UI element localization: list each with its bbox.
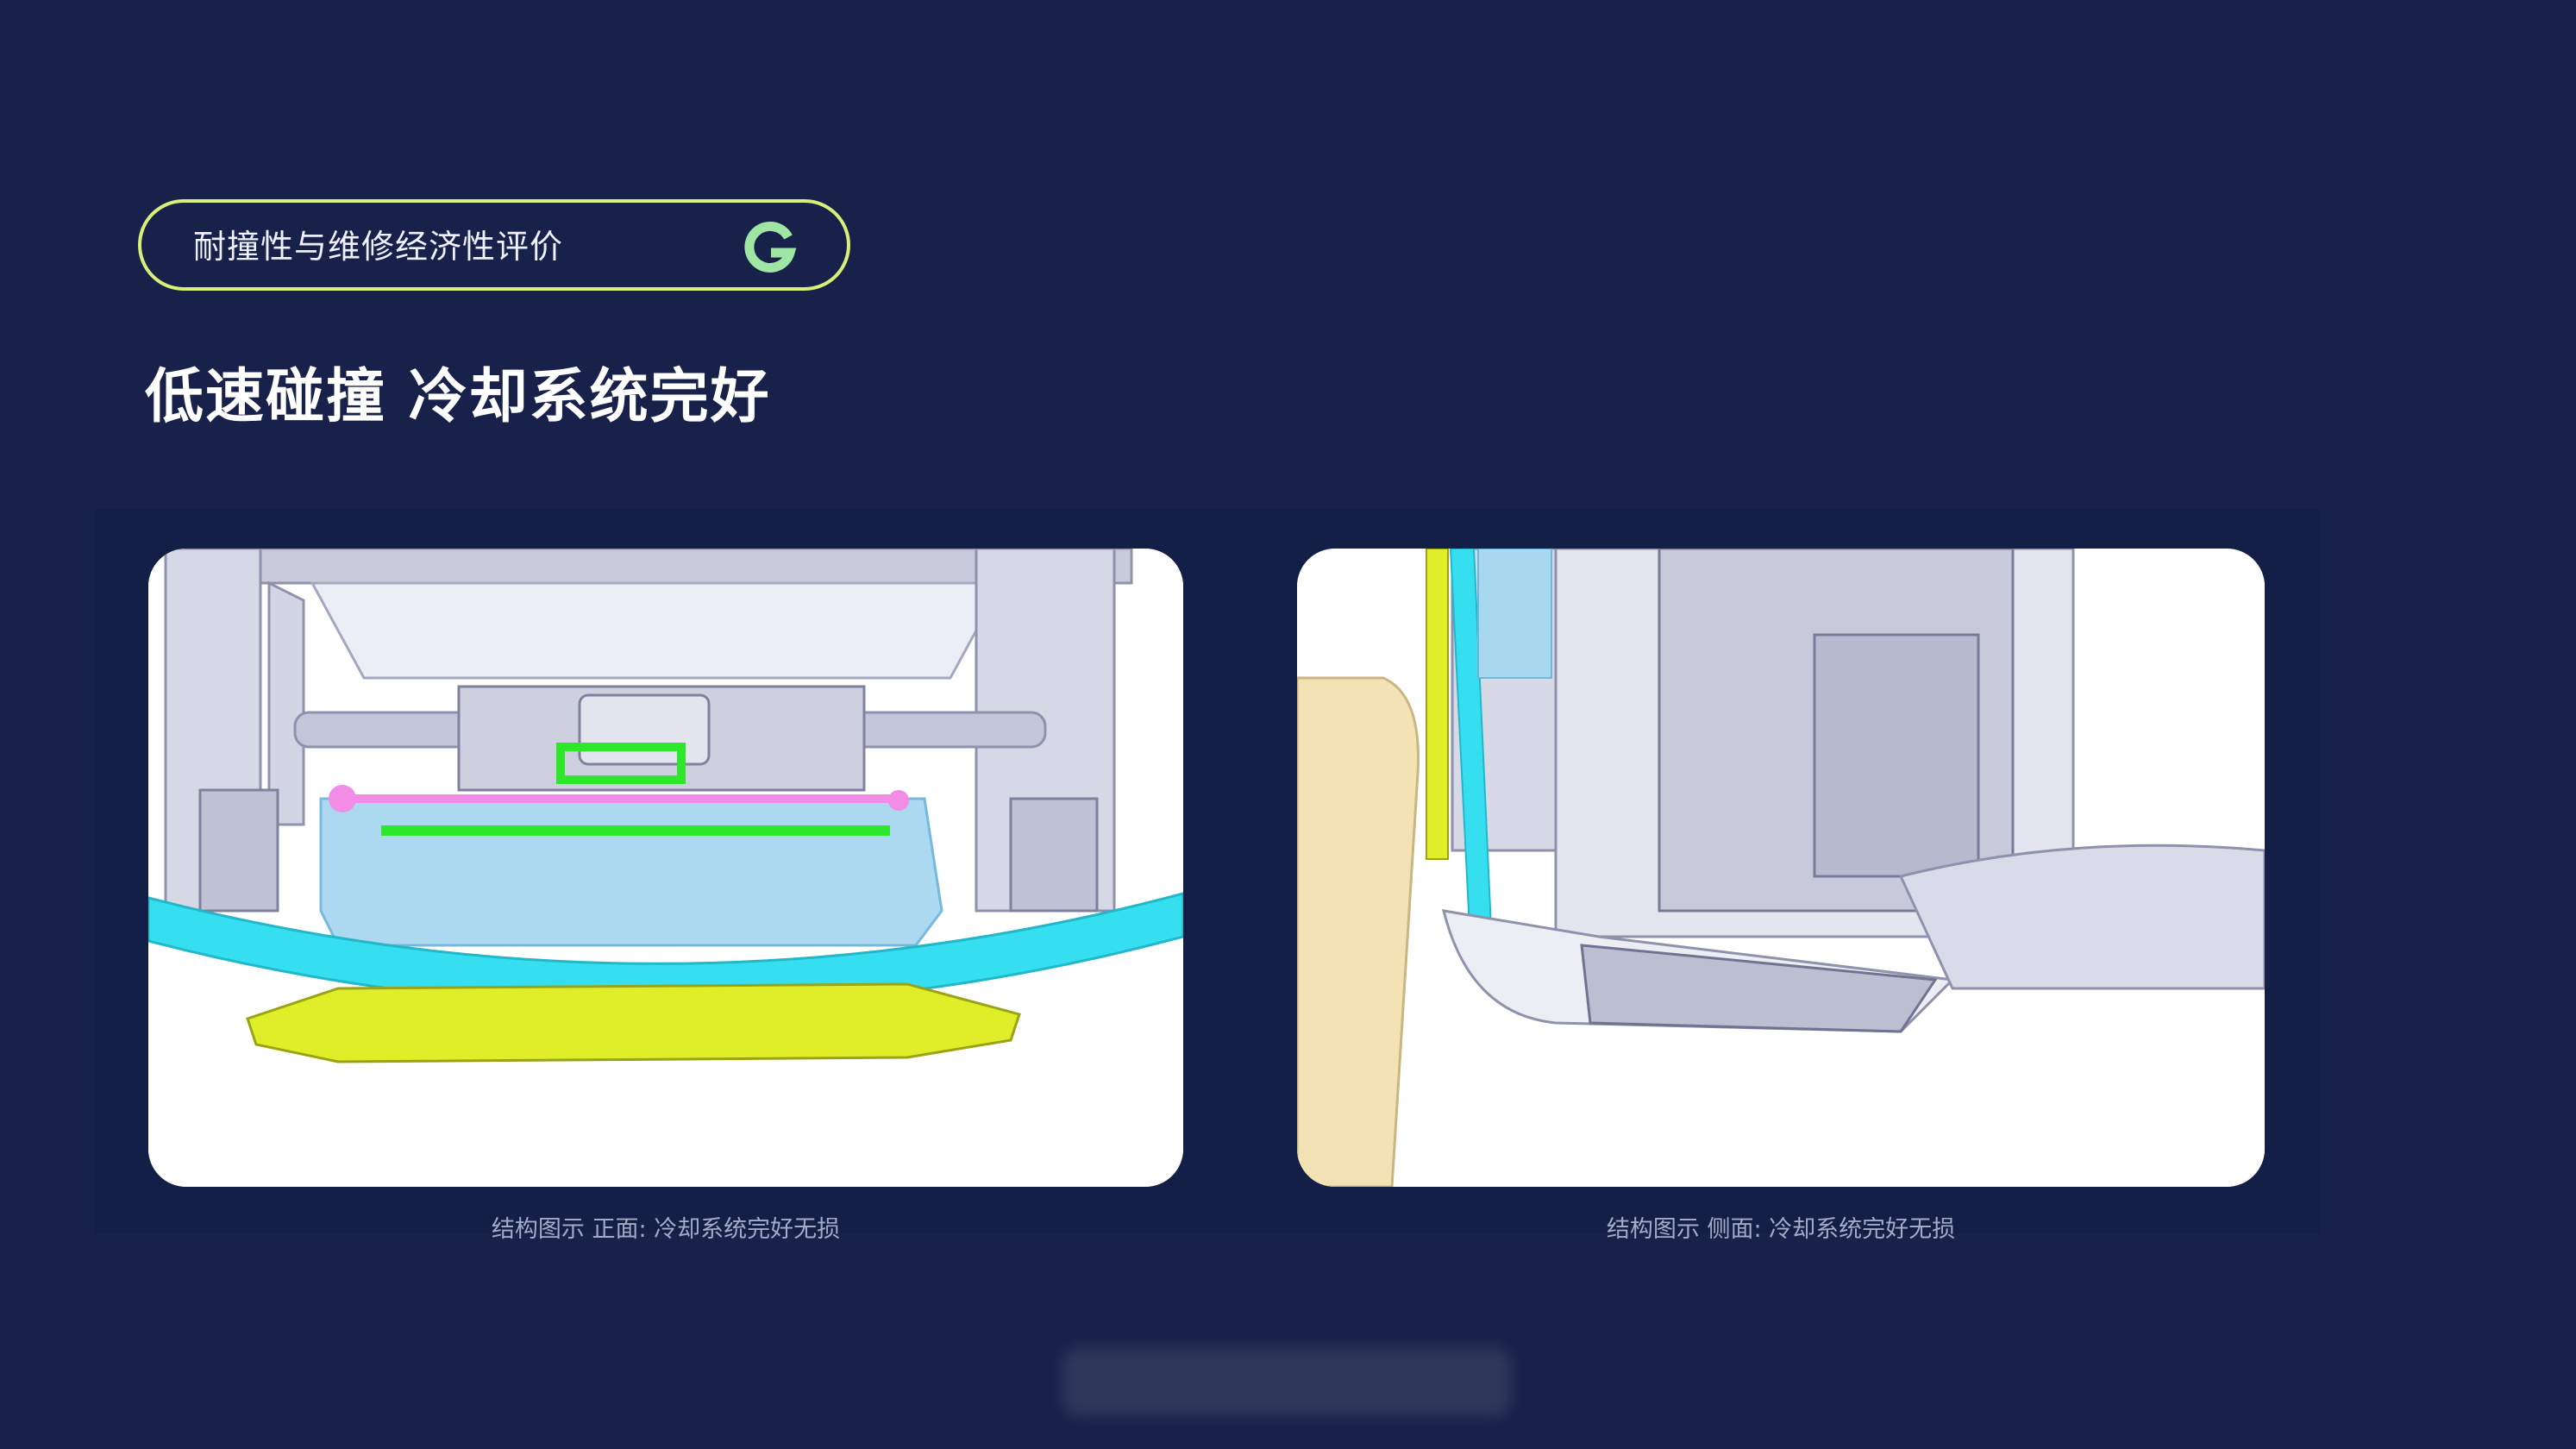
page-title: 低速碰撞 冷却系统完好 xyxy=(145,363,771,431)
side-structure-illustration xyxy=(1297,549,2265,1187)
section-pill: 耐撞性与维修经济性评价 xyxy=(138,199,850,291)
section-label: 耐撞性与维修经济性评价 xyxy=(193,228,564,266)
side-figure-caption: 结构图示 侧面: 冷却系统完好无损 xyxy=(1606,1216,1956,1243)
side-structure-figure xyxy=(1297,549,2265,1187)
front-figure-caption: 结构图示 正面: 冷却系统完好无损 xyxy=(491,1216,841,1243)
watermark xyxy=(1062,1347,1511,1416)
front-structure-illustration xyxy=(148,549,1183,1187)
front-structure-figure xyxy=(148,549,1183,1187)
g-logo-icon xyxy=(744,222,797,273)
